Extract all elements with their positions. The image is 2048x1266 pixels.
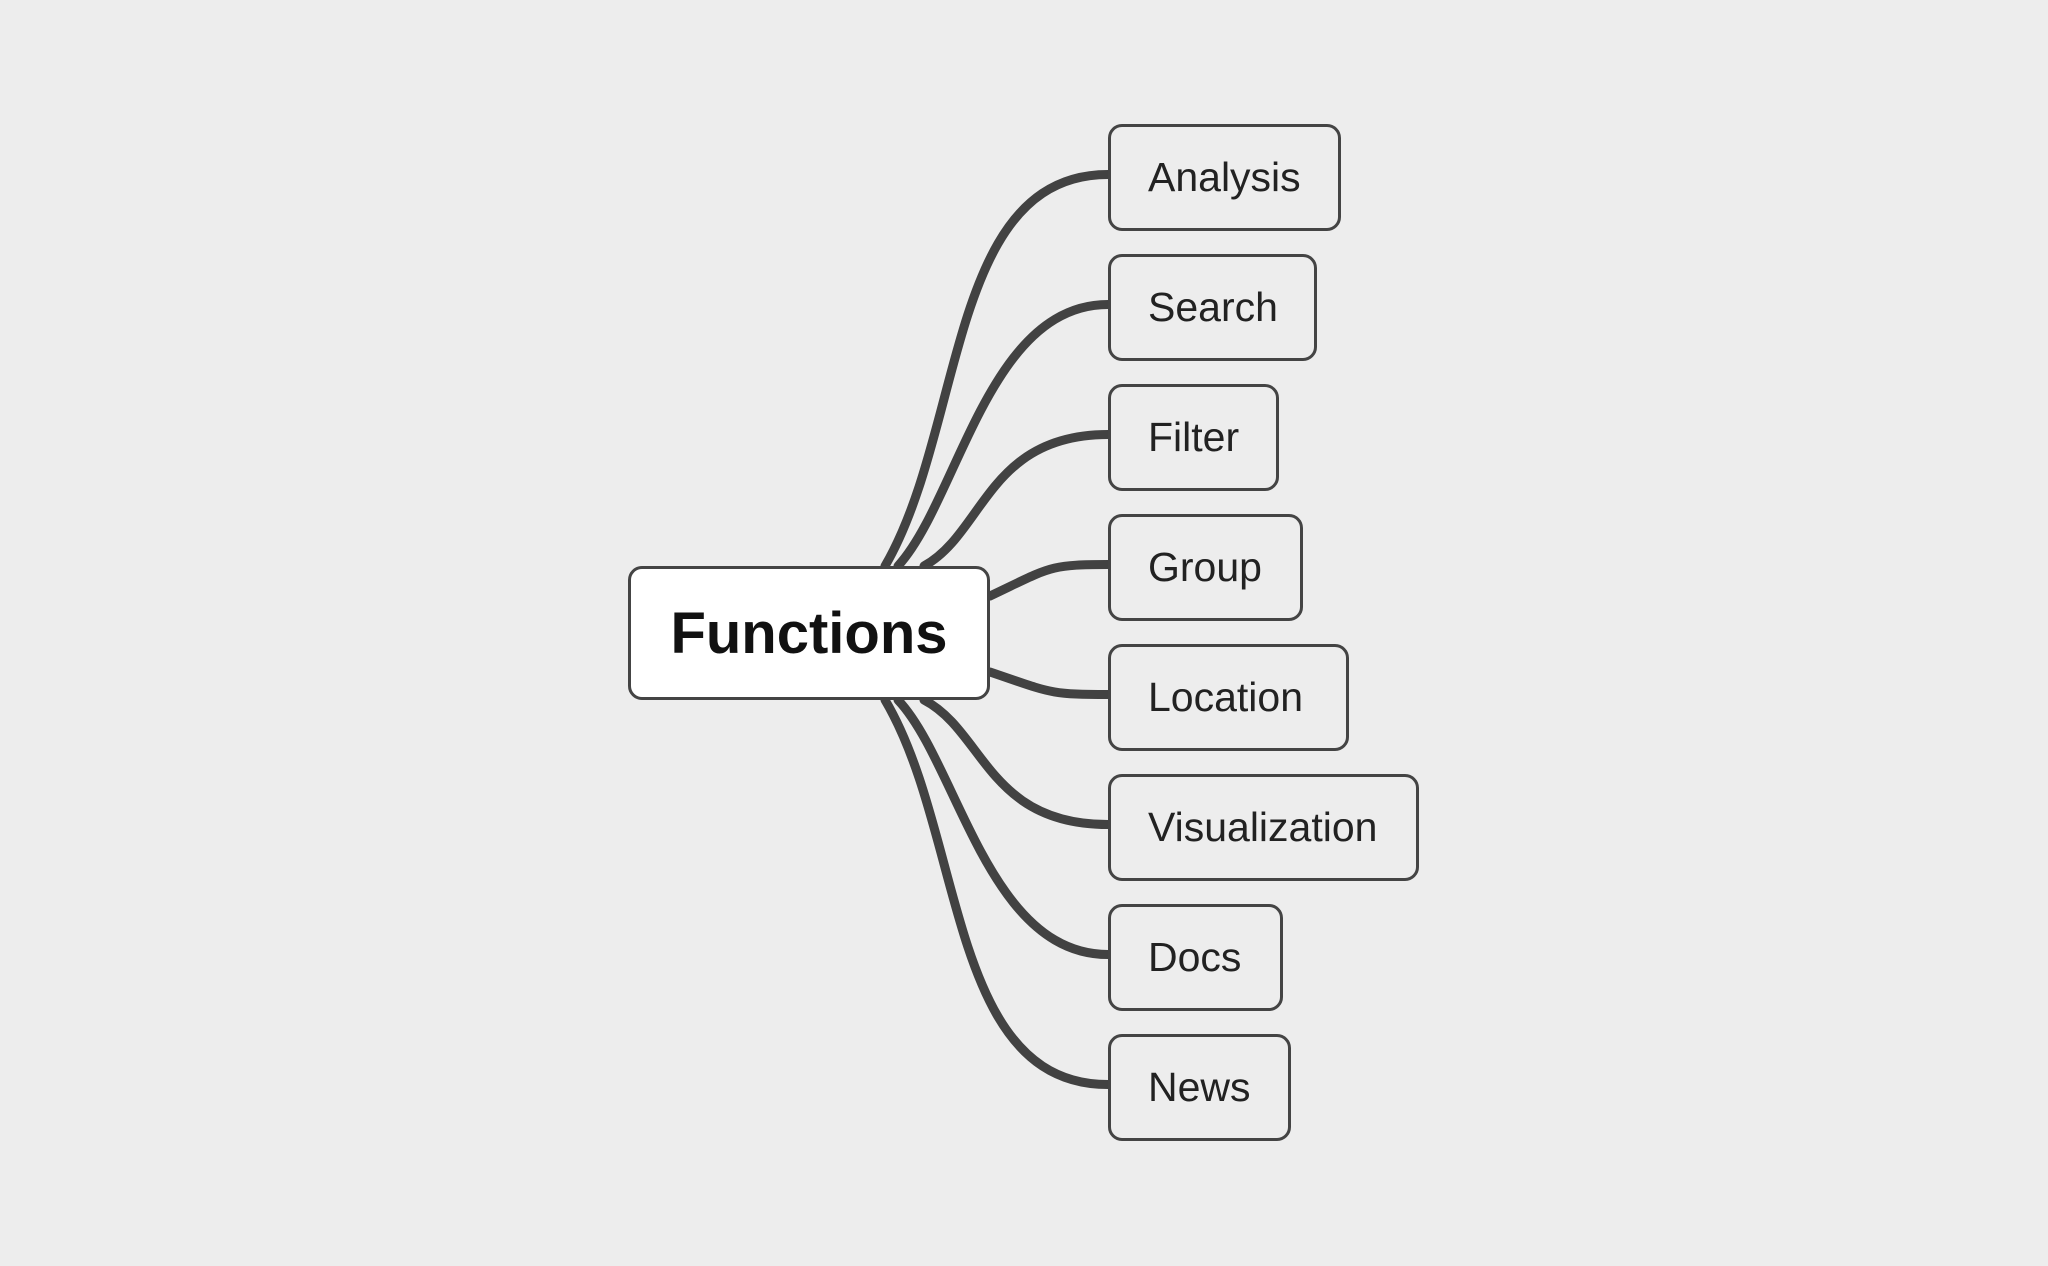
child-node-search[interactable]: Search	[1108, 254, 1317, 361]
child-node-location[interactable]: Location	[1108, 644, 1349, 751]
connector-filter	[919, 430, 1113, 571]
child-node-group[interactable]: Group	[1108, 514, 1303, 621]
child-node-filter[interactable]: Filter	[1108, 384, 1279, 491]
connector-analysis	[880, 170, 1113, 571]
child-node-visualization[interactable]: Visualization	[1108, 774, 1419, 881]
connector-news	[880, 695, 1113, 1089]
child-node-news[interactable]: News	[1108, 1034, 1291, 1141]
connector-group	[985, 560, 1113, 601]
child-node-docs[interactable]: Docs	[1108, 904, 1283, 1011]
connector-location	[985, 667, 1113, 699]
child-node-analysis[interactable]: Analysis	[1108, 124, 1341, 231]
connector-docs	[893, 695, 1113, 959]
connector-search	[893, 300, 1113, 571]
root-node-functions[interactable]: Functions	[628, 566, 990, 700]
connector-visualization	[919, 695, 1113, 829]
